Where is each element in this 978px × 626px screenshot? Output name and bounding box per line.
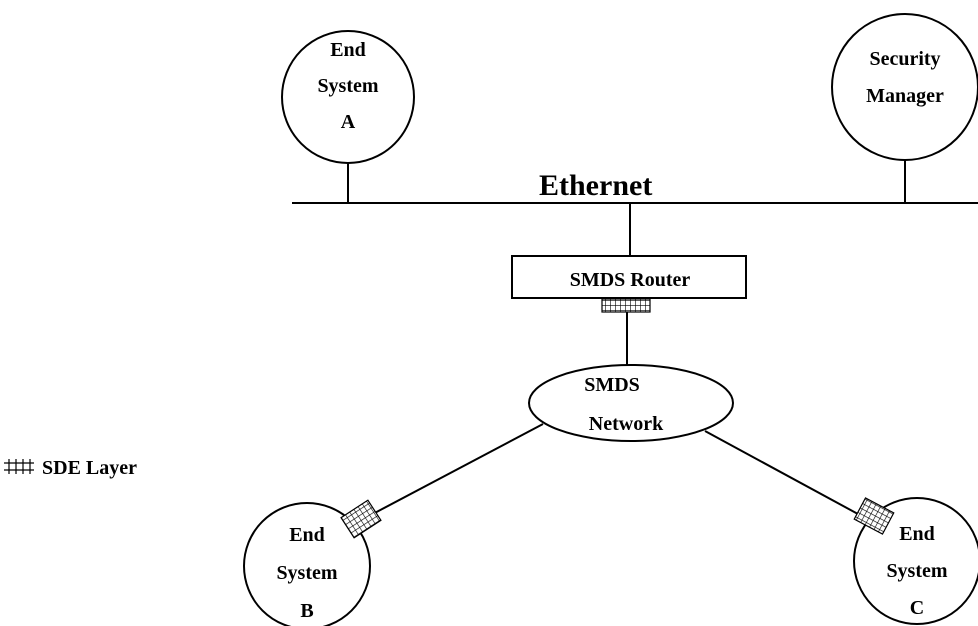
link-network-to-c: [704, 430, 870, 521]
sde-layer-icon-b: [340, 499, 382, 539]
sde-layer-icon-router: [601, 298, 651, 313]
sde-layer-legend-label: SDE Layer: [42, 457, 137, 479]
smds-router: SMDS Router: [511, 255, 747, 313]
sde-layer-legend-icon: [4, 459, 34, 474]
svg-text:System: System: [317, 75, 378, 97]
legend: SDE Layer: [4, 457, 137, 479]
sde-layer-icon-c: [853, 497, 895, 535]
svg-text:End: End: [899, 523, 935, 545]
ethernet-label: Ethernet: [539, 169, 652, 202]
end-system-c: End System C: [853, 497, 978, 625]
end-system-a: End System A: [281, 30, 415, 203]
svg-text:Security: Security: [869, 48, 940, 70]
end-system-b: End System B: [243, 499, 382, 626]
svg-text:A: A: [341, 111, 356, 133]
svg-text:End: End: [289, 524, 325, 546]
security-manager: Security Manager: [831, 13, 978, 203]
svg-text:C: C: [910, 597, 924, 619]
svg-text:SMDS: SMDS: [584, 374, 640, 396]
smds-network: SMDS Network: [528, 364, 734, 442]
svg-text:Manager: Manager: [866, 85, 944, 107]
svg-text:End: End: [330, 39, 366, 61]
svg-text:System: System: [886, 560, 947, 582]
svg-text:Network: Network: [589, 413, 664, 435]
svg-text:SMDS Router: SMDS Router: [570, 269, 691, 291]
svg-text:System: System: [276, 562, 337, 584]
svg-text:B: B: [300, 600, 313, 622]
link-network-to-b: [351, 423, 544, 526]
